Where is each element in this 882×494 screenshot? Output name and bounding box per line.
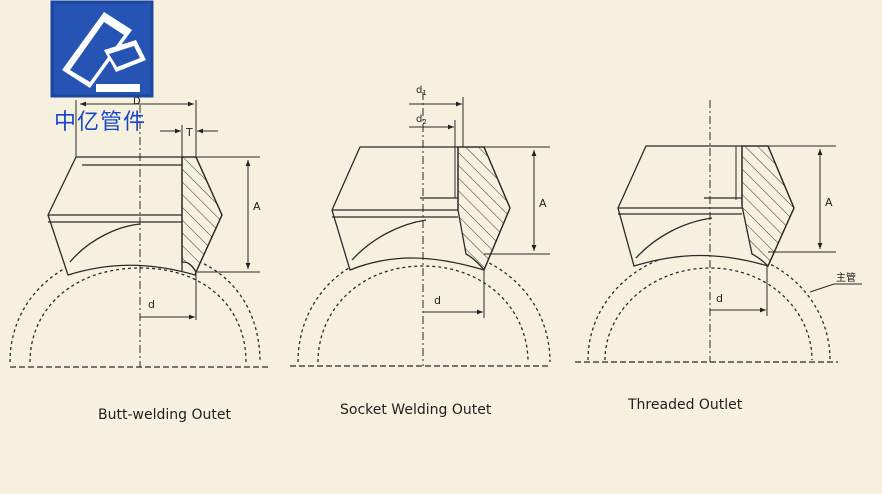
hammer-logo-icon [50, 0, 154, 98]
run-pipe-outer-arc [587, 249, 831, 361]
label-d: d [148, 298, 155, 311]
butt-weld-inner-curve [69, 223, 141, 263]
label-d2: d2 [416, 114, 427, 126]
label-d1: d1 [416, 85, 427, 97]
label-d: d [434, 294, 441, 307]
label-A: A [253, 200, 261, 213]
label-D: D [133, 96, 141, 107]
label-d: d [716, 292, 723, 305]
butt-welding-diagram [9, 100, 270, 368]
socket-welding-diagram [290, 92, 551, 367]
socket-weld-inner-curve [351, 219, 427, 261]
run-pipe-inner-arc [29, 267, 247, 363]
label-A: A [825, 196, 833, 209]
caption-threaded: Threaded Outlet [628, 397, 743, 413]
label-A: A [539, 197, 547, 210]
run-pipe-outer-arc [297, 247, 551, 363]
caption-butt-welding: Butt-welding Outet [98, 407, 231, 423]
butt-weld-hatched-wall [181, 156, 223, 274]
run-pipe-inner-arc [317, 265, 529, 363]
run-pipe-inner-arc [604, 267, 813, 361]
label-T: T [185, 126, 193, 139]
threaded-hatched-wall [741, 145, 795, 268]
main-pipe-leader [809, 283, 835, 293]
threaded-diagram [575, 100, 862, 363]
socket-weld-hatched-wall [457, 146, 511, 272]
caption-socket-welding: Socket Welding Outet [340, 402, 492, 418]
run-pipe-outer-arc [9, 249, 261, 363]
logo-text: 中亿管件 [54, 110, 147, 135]
threaded-inner-curve [635, 217, 713, 259]
label-main-pipe: 主管 [836, 271, 856, 284]
